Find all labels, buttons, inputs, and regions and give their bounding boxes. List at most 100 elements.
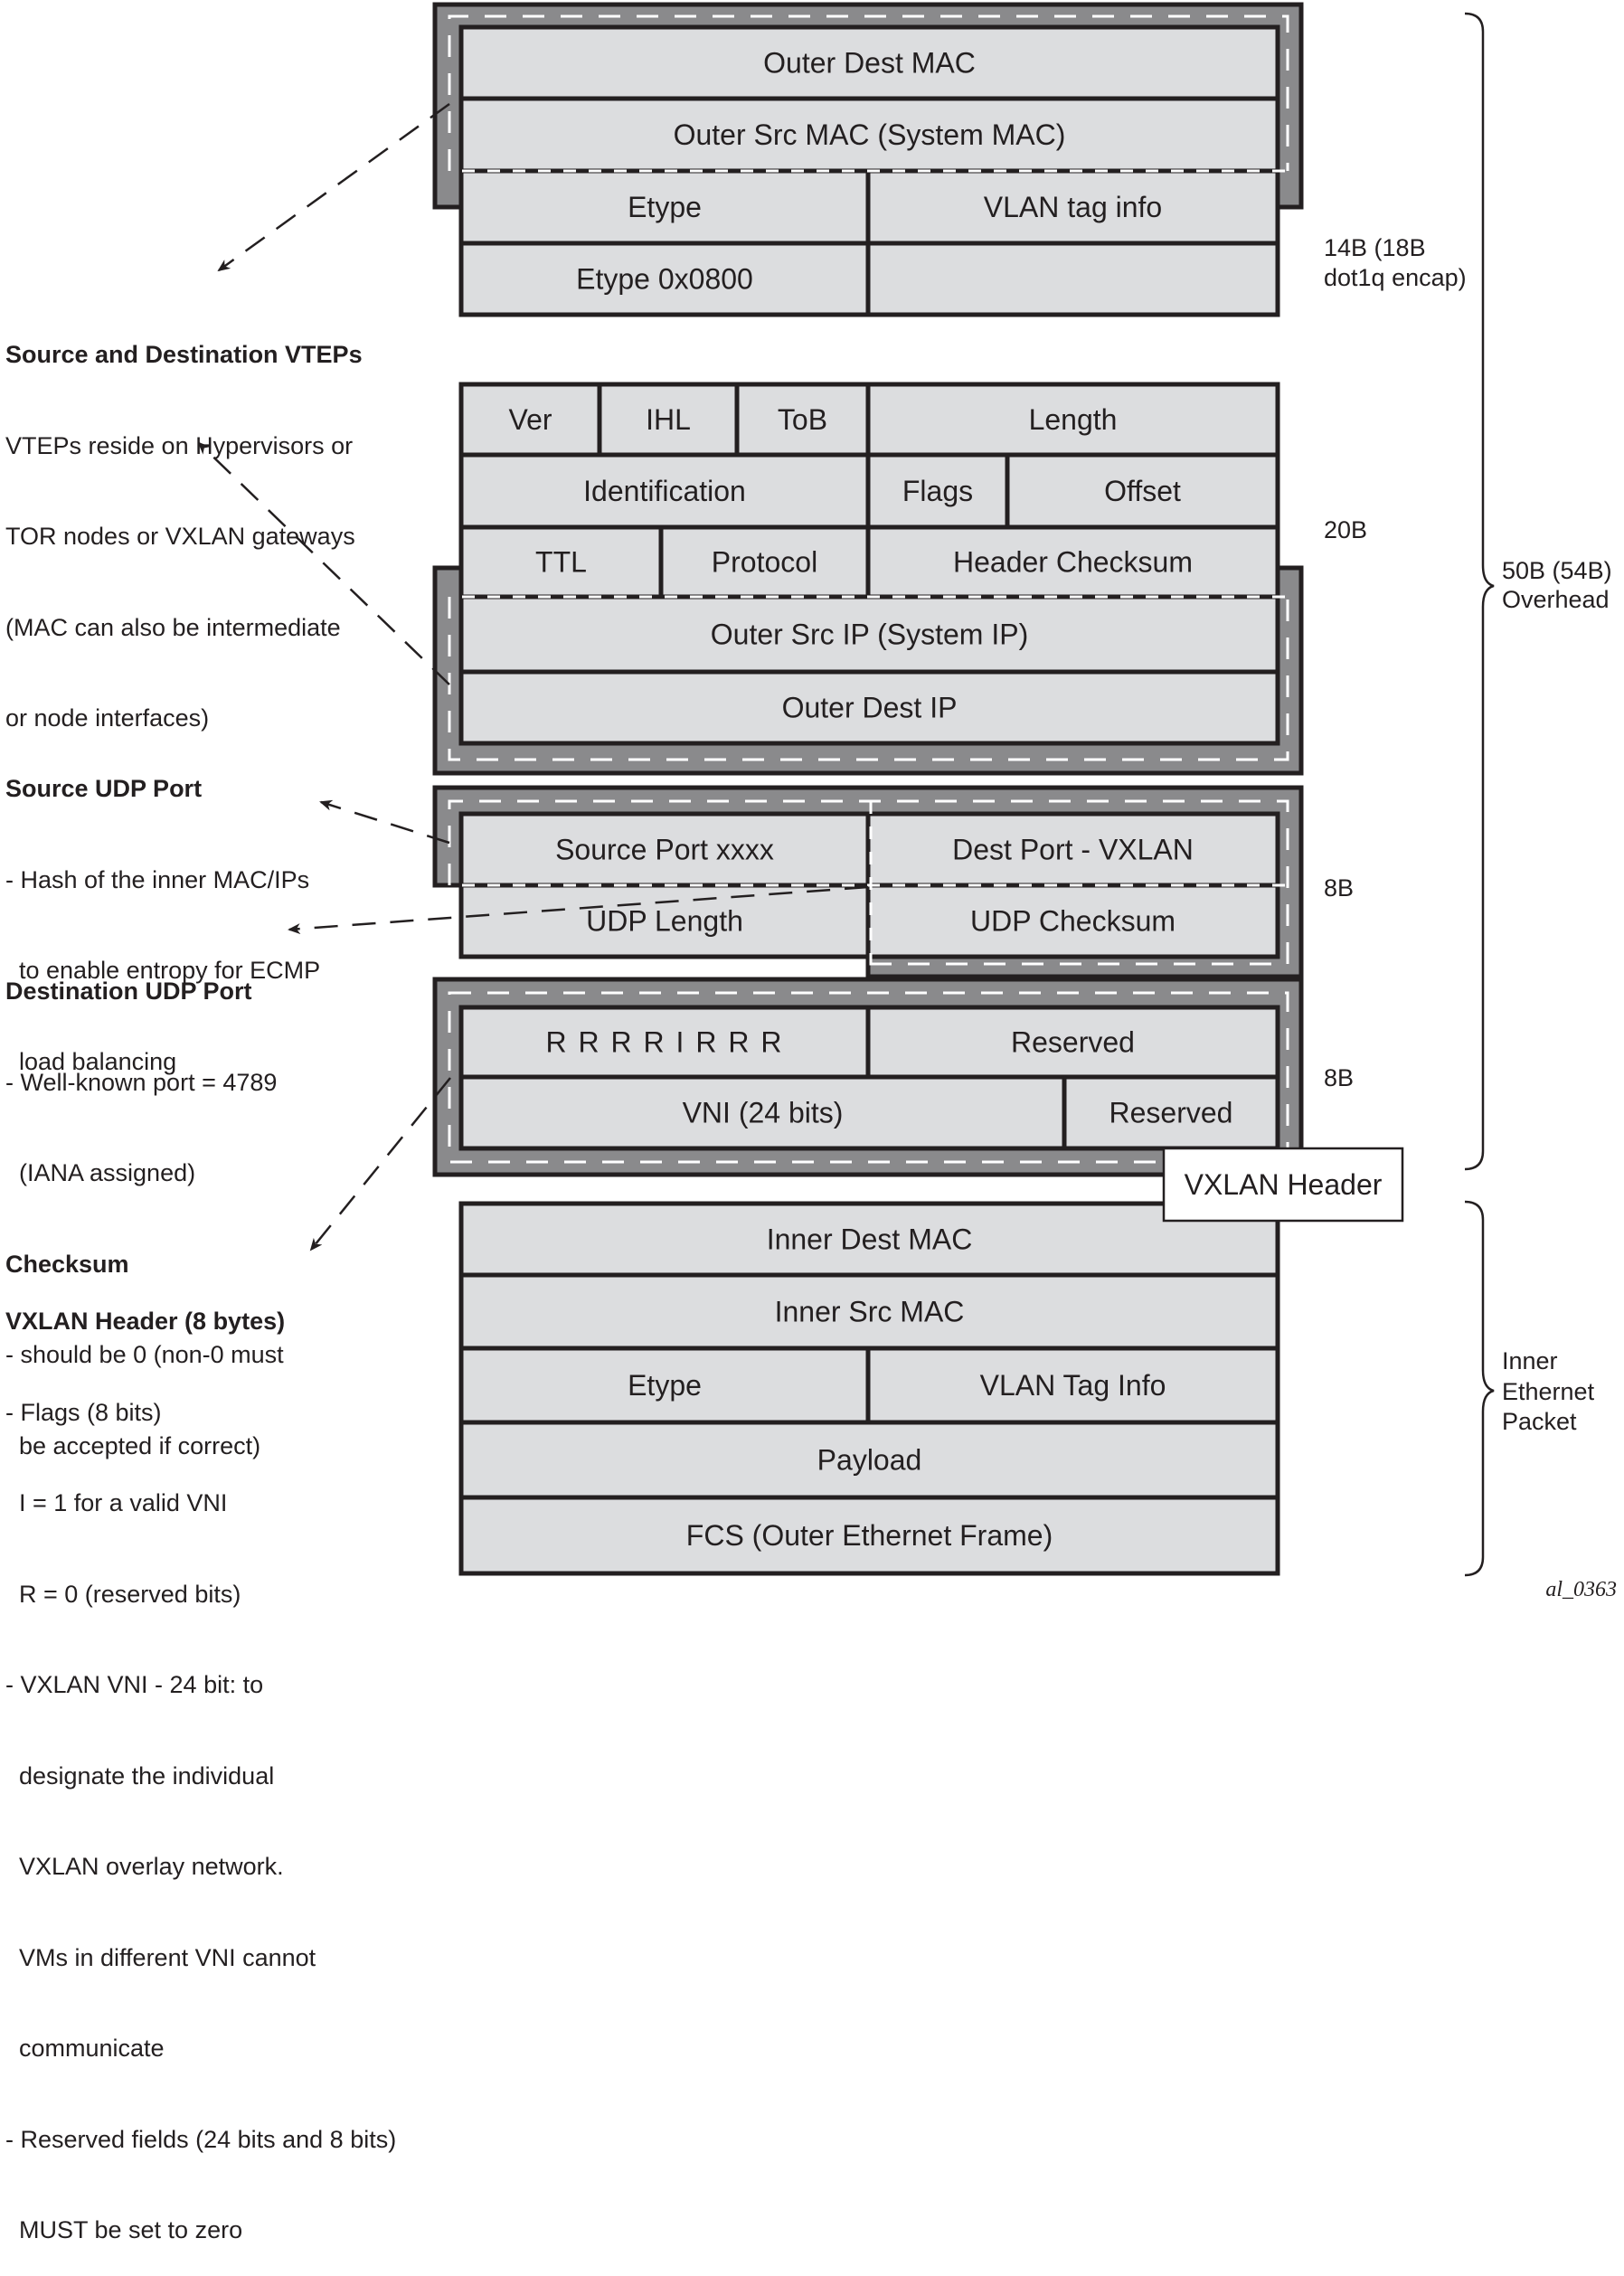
outer-ethernet-field-label: VLAN tag info bbox=[984, 191, 1162, 223]
vteps-note: Source and Destination VTEPs VTEPs resid… bbox=[5, 279, 363, 764]
outer-ip-field: Protocol bbox=[658, 524, 871, 600]
vteps-note-line: or node interfaces) bbox=[5, 704, 210, 732]
outer-ip-field: Flags bbox=[865, 452, 1010, 530]
braces bbox=[1464, 12, 1495, 1577]
outer-ip-field-box bbox=[458, 524, 664, 600]
vxlan-note-line: - VXLAN VNI - 24 bit: to bbox=[5, 1671, 264, 1698]
outer-udp-field-label: Source Port xxxx bbox=[555, 834, 774, 866]
outer-ethernet-field-box bbox=[458, 241, 871, 317]
inner-packet-field: Etype bbox=[458, 1346, 871, 1425]
outer-ip-field: Identification bbox=[458, 452, 871, 530]
overhead-label-line1: 50B (54B) bbox=[1502, 557, 1612, 584]
checksum-note-line: - should be 0 (non-0 must bbox=[5, 1341, 284, 1368]
inner-packet-field-label: Inner Src MAC bbox=[775, 1296, 965, 1328]
vteps-note-line: TOR nodes or VXLAN gateways bbox=[5, 523, 355, 550]
outer-udp-field-label: Dest Port - VXLAN bbox=[952, 834, 1194, 866]
outer-ip-field-box bbox=[458, 452, 871, 530]
outer-ip-field: Offset bbox=[1005, 452, 1280, 530]
outer-ip-field-label: Header Checksum bbox=[953, 546, 1193, 579]
outer-ethernet-field-label: Outer Src MAC (System MAC) bbox=[674, 118, 1066, 151]
inner-packet-field: VLAN Tag Info bbox=[865, 1346, 1280, 1425]
ip-size-label: 20B bbox=[1324, 516, 1367, 543]
vxlan-note-heading: VXLAN Header (8 bytes) bbox=[5, 1308, 286, 1335]
vteps-note-line: (MAC can also be intermediate bbox=[5, 613, 341, 641]
inner-packet-brace bbox=[1464, 1200, 1495, 1577]
inner-packet-field-label: Payload bbox=[817, 1444, 922, 1477]
outer-ip-field-label: Length bbox=[1029, 403, 1118, 436]
vxlan-header-field: R R R R I R R R bbox=[458, 1005, 871, 1080]
vxlan-header-field: Reserved bbox=[865, 1005, 1280, 1080]
header-field-cells: Outer Dest MAC Outer Src MAC (System MAC)… bbox=[458, 24, 1280, 1576]
outer-ethernet-field: Outer Src MAC (System MAC) bbox=[458, 96, 1280, 174]
vxlan-header-field-label: Reserved bbox=[1011, 1026, 1135, 1059]
vteps-note-line: VTEPs reside on Hypervisors or bbox=[5, 431, 354, 459]
outer-ip-field-label: Ver bbox=[508, 403, 552, 436]
dst-udp-note-line: (IANA assigned) bbox=[5, 1159, 196, 1186]
outer-ethernet-field: VLAN tag info bbox=[865, 168, 1280, 246]
vxlan-header-field-box bbox=[1062, 1074, 1280, 1151]
vxlan-header-field-label: R R R R I R R R bbox=[546, 1026, 784, 1059]
vxlan-note-line: R = 0 (reserved bits) bbox=[5, 1580, 241, 1608]
outer-udp-field: Dest Port - VXLAN bbox=[865, 811, 1280, 888]
udp-size-label: 8B bbox=[1324, 874, 1354, 902]
outer-ethernet-field-box bbox=[865, 168, 1280, 246]
vxlan-note: VXLAN Header (8 bytes) - Flags (8 bits) … bbox=[5, 1246, 396, 2276]
vtep-mac-arrow bbox=[217, 102, 450, 272]
src-udp-note: Source UDP Port - Hash of the inner MAC/… bbox=[5, 713, 320, 1108]
inner-packet-field: Payload bbox=[458, 1420, 1280, 1500]
inner-packet-field: FCS (Outer Ethernet Frame) bbox=[458, 1495, 1280, 1576]
outer-ethernet-field bbox=[865, 241, 1280, 317]
vxlan-note-line: MUST be set to zero bbox=[5, 2216, 243, 2243]
checksum-note-heading: Checksum bbox=[5, 1250, 129, 1278]
vteps-note-heading: Source and Destination VTEPs bbox=[5, 341, 363, 368]
inner-packet-field: Inner Src MAC bbox=[458, 1272, 1280, 1351]
outer-ip-field-box bbox=[597, 382, 740, 458]
vxlan-note-line: VMs in different VNI cannot bbox=[5, 1943, 316, 1971]
inner-packet-field: Inner Dest MAC bbox=[458, 1201, 1280, 1278]
outer-ip-field-box bbox=[458, 669, 1280, 746]
outer-ethernet-field-label: Outer Dest MAC bbox=[763, 47, 976, 80]
outer-udp-field: Source Port xxxx bbox=[458, 811, 871, 888]
dst-udp-note-heading: Destination UDP Port bbox=[5, 977, 252, 1005]
src-udp-note-heading: Source UDP Port bbox=[5, 775, 203, 802]
overhead-label-line2: Overhead bbox=[1502, 586, 1610, 613]
vxlan-header-callout: VXLAN Header bbox=[1162, 1147, 1404, 1223]
vxlan-note-line: designate the individual bbox=[5, 1761, 275, 1790]
outer-ethernet-field: Outer Dest MAC bbox=[458, 24, 1280, 101]
outer-ip-field-label: Outer Src IP (System IP) bbox=[711, 619, 1028, 651]
vxlan-header-field: Reserved bbox=[1062, 1074, 1280, 1151]
vtep-ip-arrow bbox=[197, 441, 450, 685]
outer-udp-field-label: UDP Length bbox=[586, 905, 743, 938]
outer-ip-field: ToB bbox=[734, 382, 871, 458]
vxlan-note-line: communicate bbox=[5, 2035, 165, 2062]
outer-ip-field: Ver bbox=[458, 382, 602, 458]
outer-ip-field-label: Outer Dest IP bbox=[782, 692, 958, 724]
dst-udp-note: Destination UDP Port - Well-known port =… bbox=[5, 916, 284, 1492]
brace-labels: 50B (54B) Overhead Inner Ethernet Packet bbox=[1502, 557, 1612, 1435]
outer-ip-field: Length bbox=[865, 382, 1280, 458]
src-udp-note-line: to enable entropy for ECMP bbox=[5, 957, 321, 984]
checksum-note-line: be accepted if correct) bbox=[5, 1431, 261, 1459]
outer-ethernet-field-box bbox=[865, 241, 1280, 317]
inner-packet-field-label: Etype bbox=[628, 1369, 702, 1402]
outer-ip-field-label: Identification bbox=[583, 475, 746, 507]
src-udp-arrow bbox=[319, 799, 450, 845]
inner-label-line1: Inner bbox=[1502, 1347, 1558, 1374]
vxlan-note-line: VXLAN overlay network. bbox=[5, 1853, 284, 1880]
outer-ip-field-label: IHL bbox=[646, 403, 691, 436]
outer-ip-field-label: ToB bbox=[778, 403, 827, 436]
outer-ip-field: TTL bbox=[458, 524, 664, 600]
vxlan-header-field-box bbox=[458, 1005, 871, 1080]
outer-ethernet-field-label: Etype 0x0800 bbox=[576, 263, 753, 296]
inner-packet-field-label: Inner Dest MAC bbox=[767, 1223, 973, 1256]
inner-label-line3: Packet bbox=[1502, 1408, 1577, 1435]
ethernet-size-label-line2: dot1q encap) bbox=[1324, 264, 1467, 291]
inner-packet-field-box bbox=[458, 1272, 1280, 1351]
outer-ethernet-field-box bbox=[458, 168, 871, 246]
outer-ip-field: Outer Dest IP bbox=[458, 669, 1280, 746]
outer-ip-field: Header Checksum bbox=[865, 524, 1280, 600]
vxlan-size-label: 8B bbox=[1324, 1064, 1354, 1091]
outer-ip-field-label: TTL bbox=[535, 546, 587, 579]
ethernet-size-label-line1: 14B (18B bbox=[1324, 234, 1426, 261]
